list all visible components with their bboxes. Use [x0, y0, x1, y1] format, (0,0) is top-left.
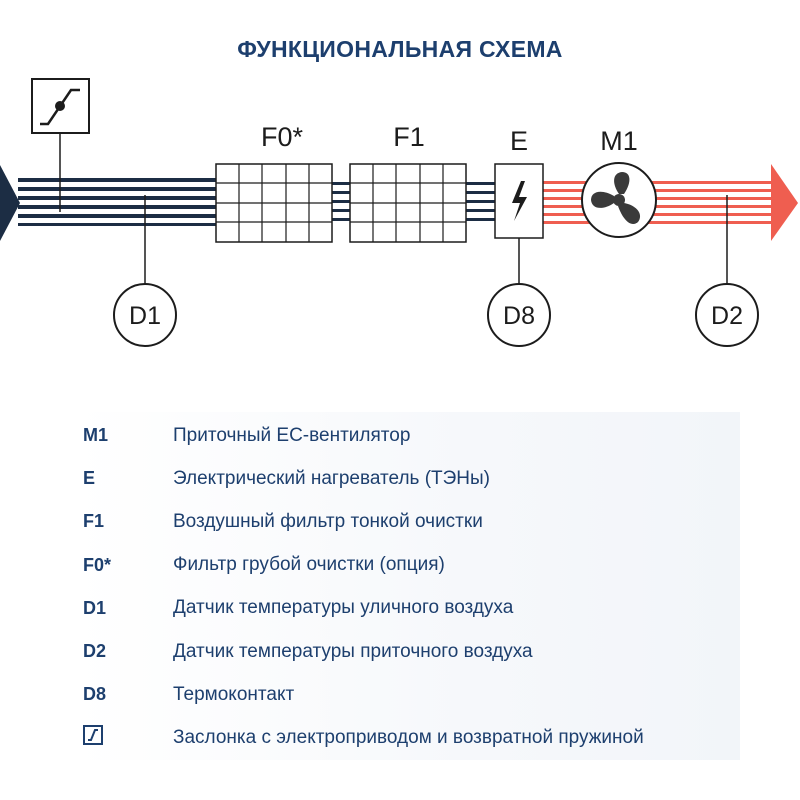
legend-row-f0: F0* Фильтр грубой очистки (опция): [75, 544, 740, 587]
filter-f1: F1: [349, 122, 467, 243]
legend-code: D8: [83, 684, 107, 705]
intake-duct: [0, 165, 495, 241]
diagram-title: ФУНКЦИОНАЛЬНАЯ СХЕМА: [237, 36, 563, 62]
legend-row-d1: D1 Датчик температуры уличного воздуха: [75, 587, 740, 630]
legend-desc: Фильтр грубой очистки (опция): [173, 554, 445, 576]
legend-row-d8: D8 Термоконтакт: [75, 673, 740, 716]
damper-actuator-icon: [83, 725, 103, 746]
legend-desc: Датчик температуры приточного воздуха: [173, 640, 533, 662]
fan-icon: [591, 172, 641, 225]
sensor-d2: D2: [695, 195, 759, 347]
d8-label: D8: [503, 302, 535, 330]
d1-label: D1: [129, 302, 161, 330]
functional-diagram: F0* F1 E M1 D1 D8: [0, 78, 798, 347]
legend-code: E: [83, 468, 96, 489]
legend-desc: Термоконтакт: [173, 683, 295, 705]
legend-row-damper: Заслонка с электроприводом и возвратной …: [75, 716, 740, 759]
legend-code: [75, 725, 173, 750]
fan-m1: M1: [581, 126, 657, 238]
legend-row-e: E Электрический нагреватель (ТЭНы): [75, 457, 740, 500]
outlet-arrow-icon: [771, 164, 798, 241]
legend-code: M1: [83, 425, 109, 446]
m1-label: M1: [600, 126, 638, 156]
d2-label: D2: [711, 302, 743, 330]
legend-code: F0*: [83, 554, 112, 575]
legend-desc: Заслонка с электроприводом и возвратной …: [173, 726, 644, 748]
legend-code: F1: [83, 511, 105, 532]
f0-label: F0*: [261, 122, 304, 152]
legend-desc: Приточный ЕС-вентилятор: [173, 424, 411, 446]
inlet-arrow-icon: [0, 165, 20, 241]
legend-desc: Воздушный фильтр тонкой очистки: [173, 510, 483, 532]
legend-row-f1: F1 Воздушный фильтр тонкой очистки: [75, 500, 740, 543]
f1-label: F1: [393, 122, 425, 152]
filter-f0: F0*: [215, 122, 333, 243]
legend-code: D1: [83, 597, 107, 618]
legend-row-m1: M1 Приточный ЕС-вентилятор: [75, 414, 740, 457]
sensor-d1: D1: [113, 195, 177, 347]
sensor-d8: D8: [487, 283, 551, 347]
heater-e: E: [494, 126, 544, 289]
legend-code: D2: [83, 641, 107, 662]
legend-desc: Датчик температуры уличного воздуха: [173, 597, 514, 619]
legend-desc: Электрический нагреватель (ТЭНы): [173, 467, 491, 489]
legend: M1 Приточный ЕС-вентилятор E Электрическ…: [75, 412, 740, 760]
legend-row-d2: D2 Датчик температуры приточного воздуха: [75, 630, 740, 673]
supply-duct: [543, 164, 798, 241]
damper-actuator: [31, 78, 90, 212]
lightning-icon: [512, 181, 527, 221]
e-label: E: [510, 126, 528, 156]
